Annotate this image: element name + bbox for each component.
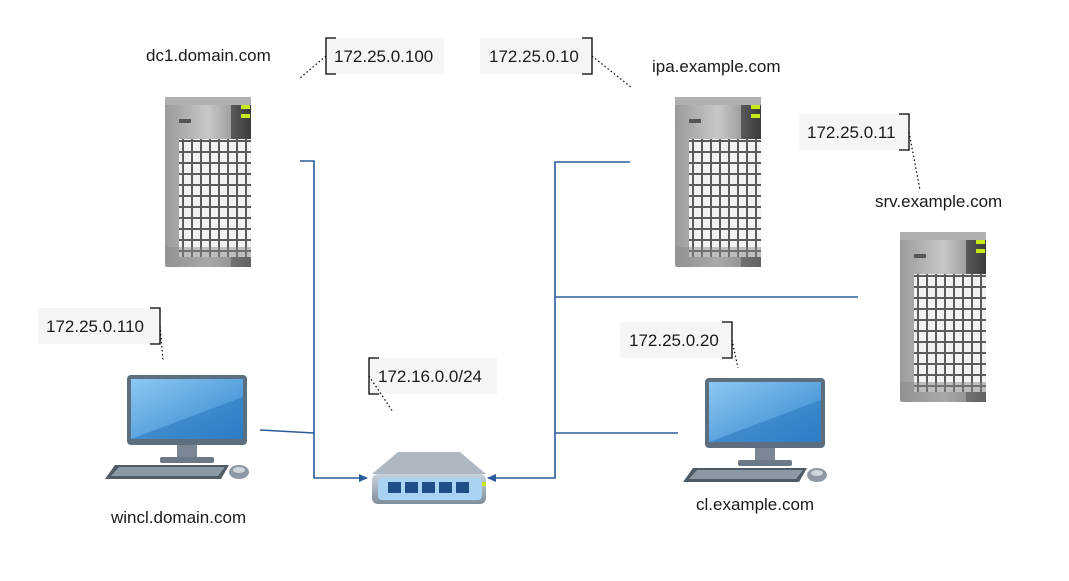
- ip-label-wincl: 172.25.0.110: [46, 317, 144, 336]
- hostname-label-cl: cl.example.com: [696, 495, 814, 514]
- hostname-label-wincl: wincl.domain.com: [110, 508, 246, 527]
- ip-label-box: [799, 114, 909, 150]
- ip-label-cl: 172.25.0.20: [629, 331, 719, 350]
- workstation-cl[interactable]: cl.example.com: [683, 378, 827, 514]
- ip-label-box: [620, 322, 732, 358]
- link-wincl-to-trunk: [259, 429, 315, 434]
- network-switch[interactable]: [372, 452, 486, 504]
- server-icon: [900, 232, 986, 402]
- network-links: [259, 160, 858, 482]
- ip-annotation-ipa: 172.25.0.10: [480, 37, 633, 89]
- link-dc1-to-switch: [300, 160, 368, 482]
- ip-label-srv: 172.25.0.11: [807, 123, 896, 142]
- ip-annotation-dc1: 172.25.0.100: [299, 37, 444, 79]
- server-srv[interactable]: srv.example.com: [875, 192, 1002, 402]
- server-dc1[interactable]: dc1.domain.com: [146, 46, 271, 267]
- workstation-wincl[interactable]: wincl.domain.com: [105, 375, 249, 527]
- ip-annotation-srv: 172.25.0.11: [799, 113, 921, 191]
- network-annotation-switch: 172.16.0.0/24: [368, 357, 497, 413]
- hostname-label-srv: srv.example.com: [875, 192, 1002, 211]
- network-label-box: [369, 358, 497, 394]
- server-icon: [675, 97, 761, 267]
- ip-label-dc1: 172.25.0.100: [334, 47, 433, 66]
- ip-annotation-wincl: 172.25.0.110: [38, 307, 164, 361]
- server-ipa[interactable]: ipa.example.com: [652, 57, 781, 267]
- ip-label-box: [480, 38, 592, 74]
- hostname-label-ipa: ipa.example.com: [652, 57, 781, 76]
- ip-label-box: [38, 308, 160, 344]
- ip-label-box: [326, 38, 444, 74]
- server-icon: [165, 97, 251, 267]
- desktop-computer-icon: [683, 378, 827, 482]
- network-switch-icon: [372, 452, 486, 504]
- desktop-computer-icon: [105, 375, 249, 479]
- ip-annotation-cl: 172.25.0.20: [620, 321, 739, 369]
- link-ipa-to-switch: [487, 161, 630, 482]
- ip-label-ipa: 172.25.0.10: [489, 47, 579, 66]
- network-address-label: 172.16.0.0/24: [378, 367, 482, 386]
- hostname-label-dc1: dc1.domain.com: [146, 46, 271, 65]
